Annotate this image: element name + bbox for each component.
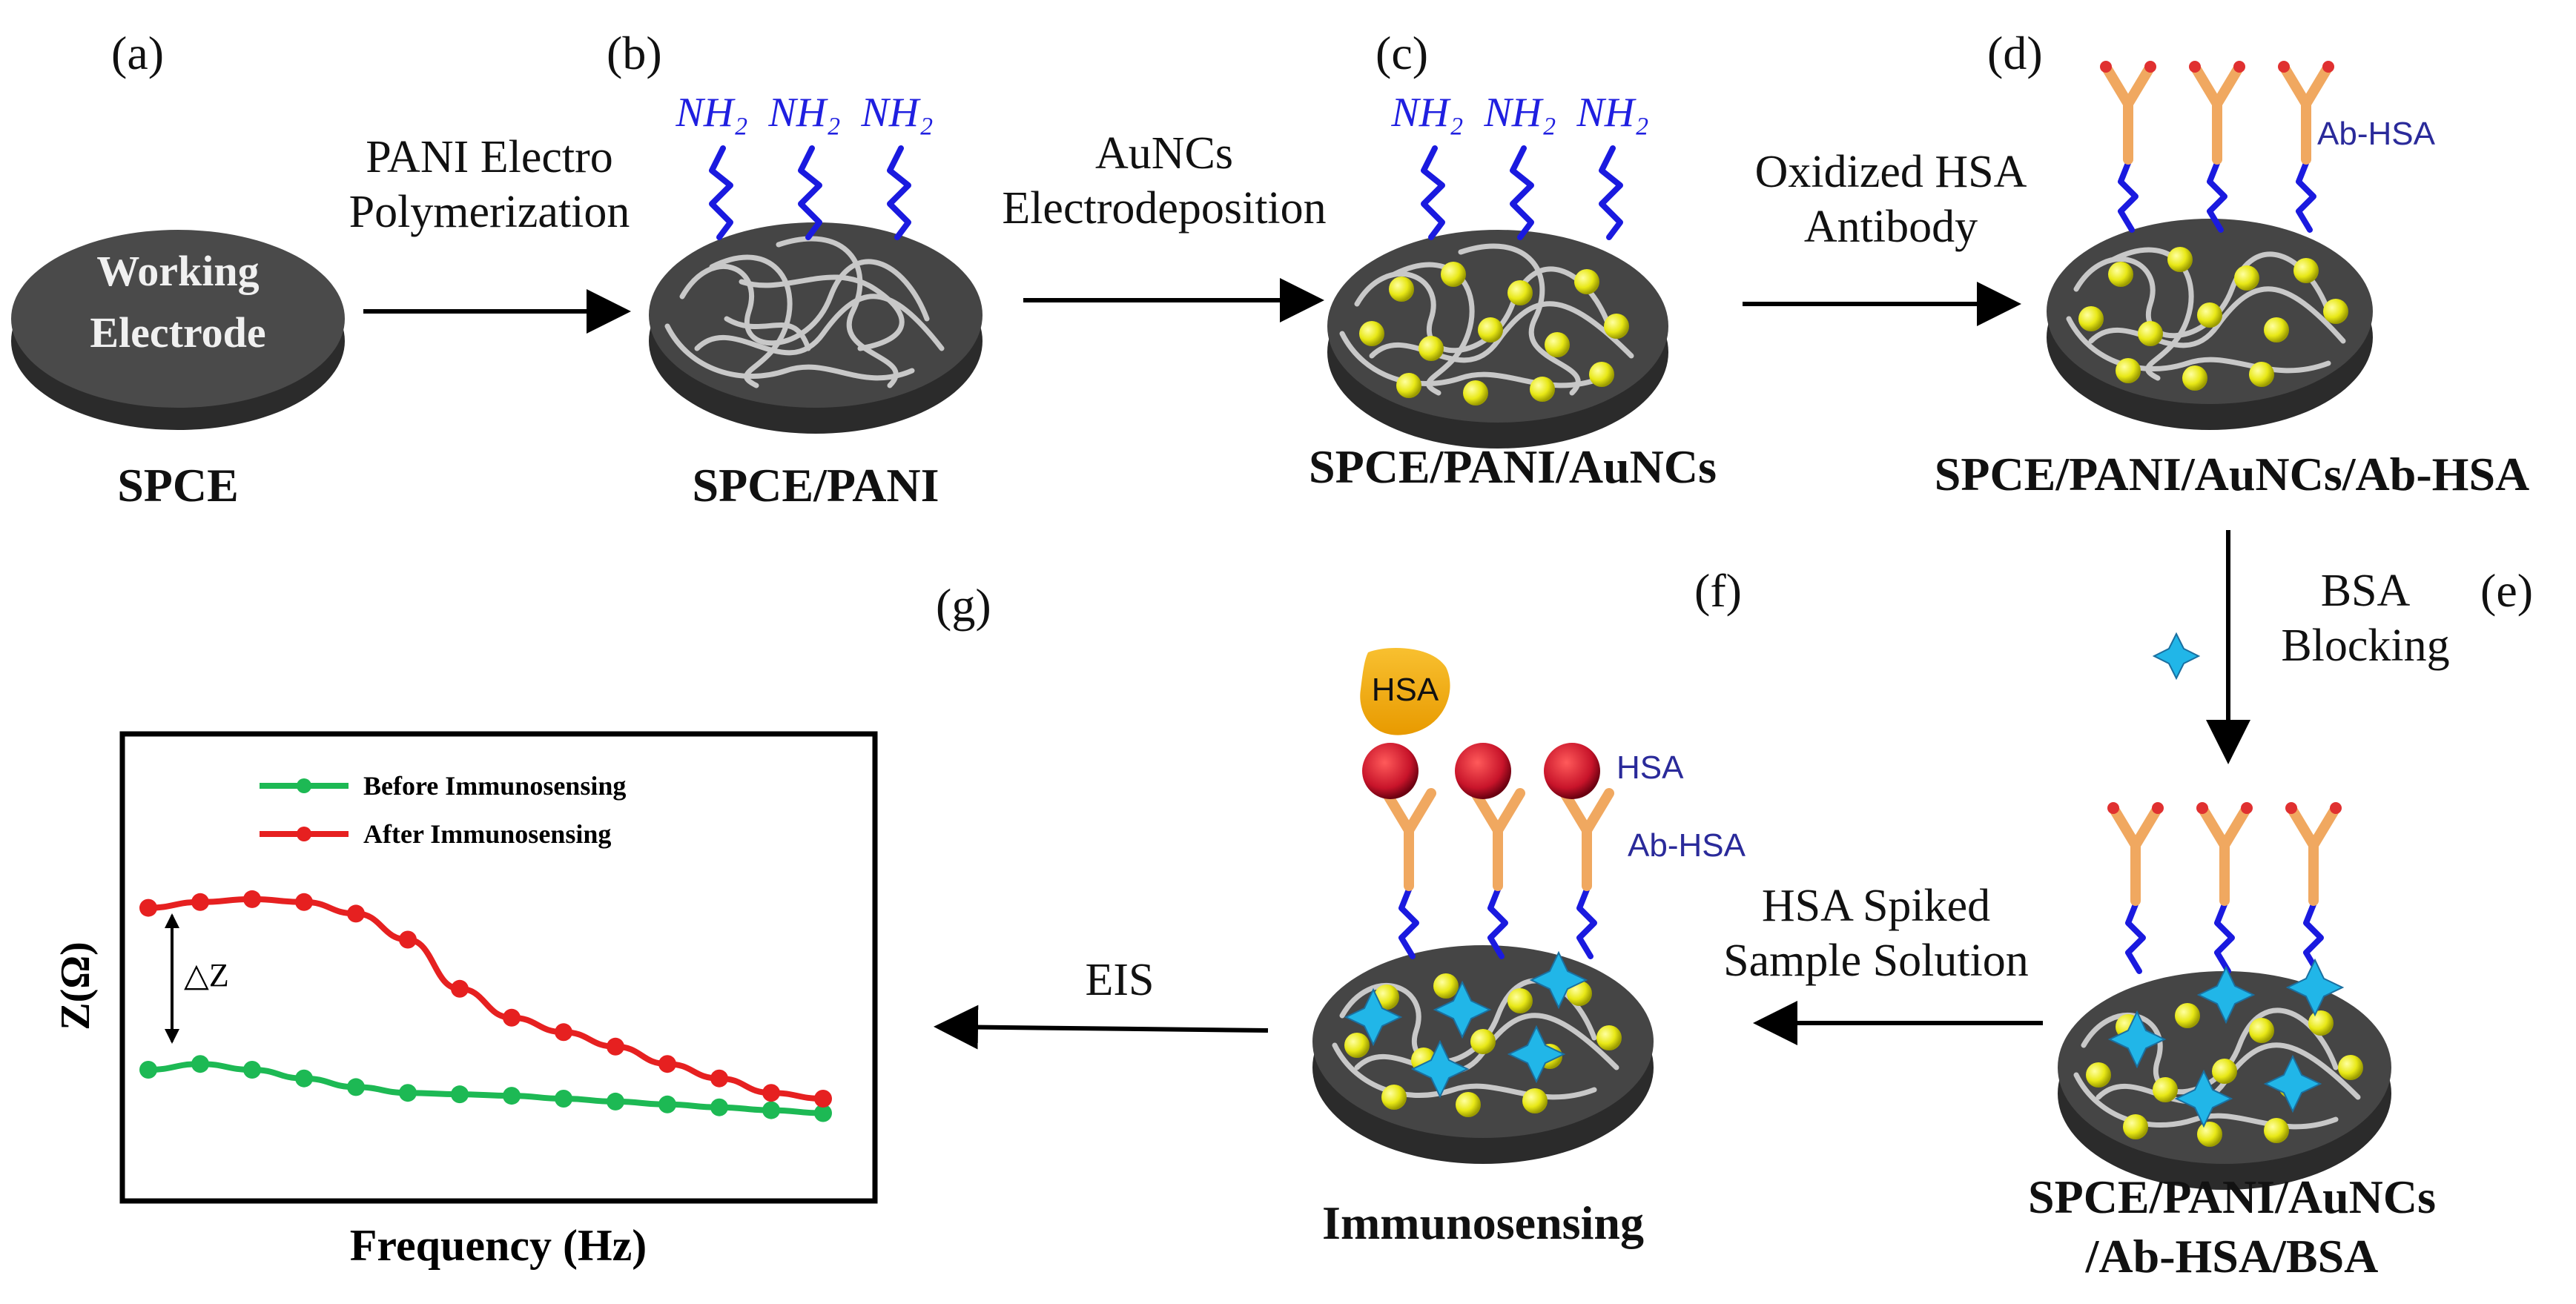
- chart-legend: Before Immunosensing After Immunosensing: [260, 771, 626, 849]
- series-line-1: [148, 896, 824, 1102]
- step-d-to-e-line2: Blocking: [2281, 620, 2450, 672]
- step-e-to-f-line2: Sample Solution: [1723, 936, 2029, 987]
- panel-letter-b: (b): [607, 27, 662, 79]
- series-0-point-9: [607, 1092, 624, 1111]
- panel-letter-e: (e): [2480, 564, 2534, 617]
- disc-a-text-2: Electrode: [90, 308, 265, 357]
- chart-frame: [119, 731, 878, 1204]
- series-0-point-10: [658, 1095, 676, 1113]
- electrode-disc-f: [1312, 945, 1654, 1164]
- step-c-to-d-line1: Oxidized HSA: [1754, 147, 2027, 197]
- series-1-point-1: [191, 893, 209, 911]
- panel-letter-c: (c): [1375, 27, 1429, 79]
- series-1-point-4: [347, 904, 365, 923]
- hsa-drop: [1360, 648, 1450, 735]
- label-spce-pani-auncs-abhsa: SPCE/PANI/AuNCs/Ab-HSA: [1934, 448, 2530, 500]
- step-d-to-e: BSA Blocking: [2247, 563, 2484, 674]
- series-0-point-0: [139, 1061, 157, 1079]
- step-a-to-b-line2: Polymerization: [349, 187, 630, 238]
- step-a-to-b-line1: PANI Electro: [366, 132, 613, 182]
- series-1-point-3: [295, 893, 313, 911]
- series-1-point-0: [139, 898, 157, 917]
- step-c-to-d-line2: Antibody: [1803, 202, 1978, 253]
- drop-hsa-label: HSA: [1372, 672, 1439, 708]
- nh2-b-3: NH₂: [860, 90, 933, 136]
- f-hsa-label: HSA: [1616, 749, 1684, 786]
- series-1-point-12: [762, 1084, 780, 1102]
- legend-before: Before Immunosensing: [363, 771, 626, 801]
- series-0-point-1: [191, 1055, 209, 1073]
- series-0-point-4: [347, 1078, 365, 1096]
- series-0-point-6: [451, 1085, 469, 1104]
- delta-z-label: △Z: [184, 957, 229, 993]
- amine-linkers: [709, 145, 2324, 974]
- label-final-line1: SPCE/PANI/AuNCs: [2028, 1171, 2436, 1223]
- electrode-disc-a: [11, 230, 345, 430]
- electrode-disc-c: [1327, 230, 1668, 449]
- amine-labels: NH₂ NH₂ NH₂ NH₂ NH₂ NH₂: [675, 90, 1648, 136]
- label-spce-pani: SPCE/PANI: [692, 459, 939, 512]
- series-1-point-8: [555, 1023, 572, 1042]
- series-0-point-11: [710, 1098, 728, 1116]
- label-spce-pani-auncs: SPCE/PANI/AuNCs: [1309, 440, 1717, 493]
- series-0-point-13: [814, 1104, 832, 1122]
- electrode-disc-b: [649, 222, 982, 434]
- step-f-to-g-line1: EIS: [1085, 955, 1155, 1005]
- process-arrows: [363, 278, 2250, 1050]
- step-b-to-c: AuNCs Electrodeposition: [957, 126, 1372, 236]
- d-ab-label: Ab-HSA: [2317, 116, 2436, 152]
- step-c-to-d: Oxidized HSA Antibody: [1705, 145, 2076, 255]
- series-1-point-10: [658, 1055, 676, 1073]
- step-e-to-f-line1: HSA Spiked: [1761, 881, 1991, 931]
- label-final-line2: /Ab-HSA/BSA: [2085, 1230, 2379, 1283]
- panel-letter-g: (g): [936, 579, 991, 632]
- series-1-point-11: [710, 1069, 728, 1088]
- panel-letter-d: (d): [1987, 27, 2043, 79]
- series-0-point-2: [243, 1061, 261, 1079]
- label-immunosensing: Immunosensing: [1322, 1197, 1644, 1249]
- disc-a-text-1: Working: [96, 247, 259, 295]
- legend-after: After Immunosensing: [363, 819, 611, 849]
- chart-xlabel: Frequency (Hz): [350, 1221, 647, 1270]
- nh2-c-2: NH₂: [1483, 90, 1556, 136]
- step-e-to-f: HSA Spiked Sample Solution: [1683, 878, 2069, 989]
- step-b-to-c-line2: Electrodeposition: [1002, 183, 1327, 234]
- electrode-disc-d: [2047, 219, 2373, 430]
- series-0-point-3: [295, 1069, 313, 1088]
- panel-letter-a: (a): [111, 27, 165, 79]
- step-a-to-b: PANI Electro Polymerization: [315, 130, 664, 240]
- series-0-point-7: [503, 1087, 521, 1105]
- series-0-point-5: [399, 1084, 417, 1102]
- nh2-b-1: NH₂: [675, 90, 747, 136]
- step-f-to-g: EIS: [1008, 953, 1231, 1007]
- label-final-electrode: SPCE/PANI/AuNCs /Ab-HSA/BSA: [1958, 1168, 2506, 1286]
- nh2-c-1: NH₂: [1390, 90, 1463, 136]
- series-1-point-9: [607, 1037, 624, 1056]
- series-1-point-13: [814, 1090, 832, 1108]
- bsa-molecules: [1344, 632, 2345, 1128]
- series-1-point-6: [451, 979, 469, 998]
- nh2-c-3: NH₂: [1576, 90, 1648, 136]
- step-b-to-c-line1: AuNCs: [1094, 128, 1234, 179]
- series-1-point-5: [399, 930, 417, 949]
- hsa-molecules: [1362, 743, 1600, 799]
- step-d-to-e-line1: BSA: [2320, 566, 2411, 616]
- series-0-point-8: [555, 1090, 572, 1108]
- label-spce: SPCE: [117, 459, 239, 512]
- series-1-point-2: [243, 890, 261, 908]
- f-ab-label: Ab-HSA: [1628, 827, 1746, 864]
- antibody-tips: [2100, 61, 2342, 814]
- chart-series-group: [139, 890, 832, 1122]
- series-1-point-7: [503, 1008, 521, 1027]
- eis-chart: △Z Before Immunosensing After Immunosens…: [53, 731, 878, 1270]
- antibodies: [1381, 62, 2341, 906]
- series-0-point-12: [762, 1101, 780, 1119]
- panel-letter-f: (f): [1694, 564, 1742, 617]
- nh2-b-2: NH₂: [767, 90, 840, 136]
- chart-ylabel: Z(Ω): [53, 941, 99, 1030]
